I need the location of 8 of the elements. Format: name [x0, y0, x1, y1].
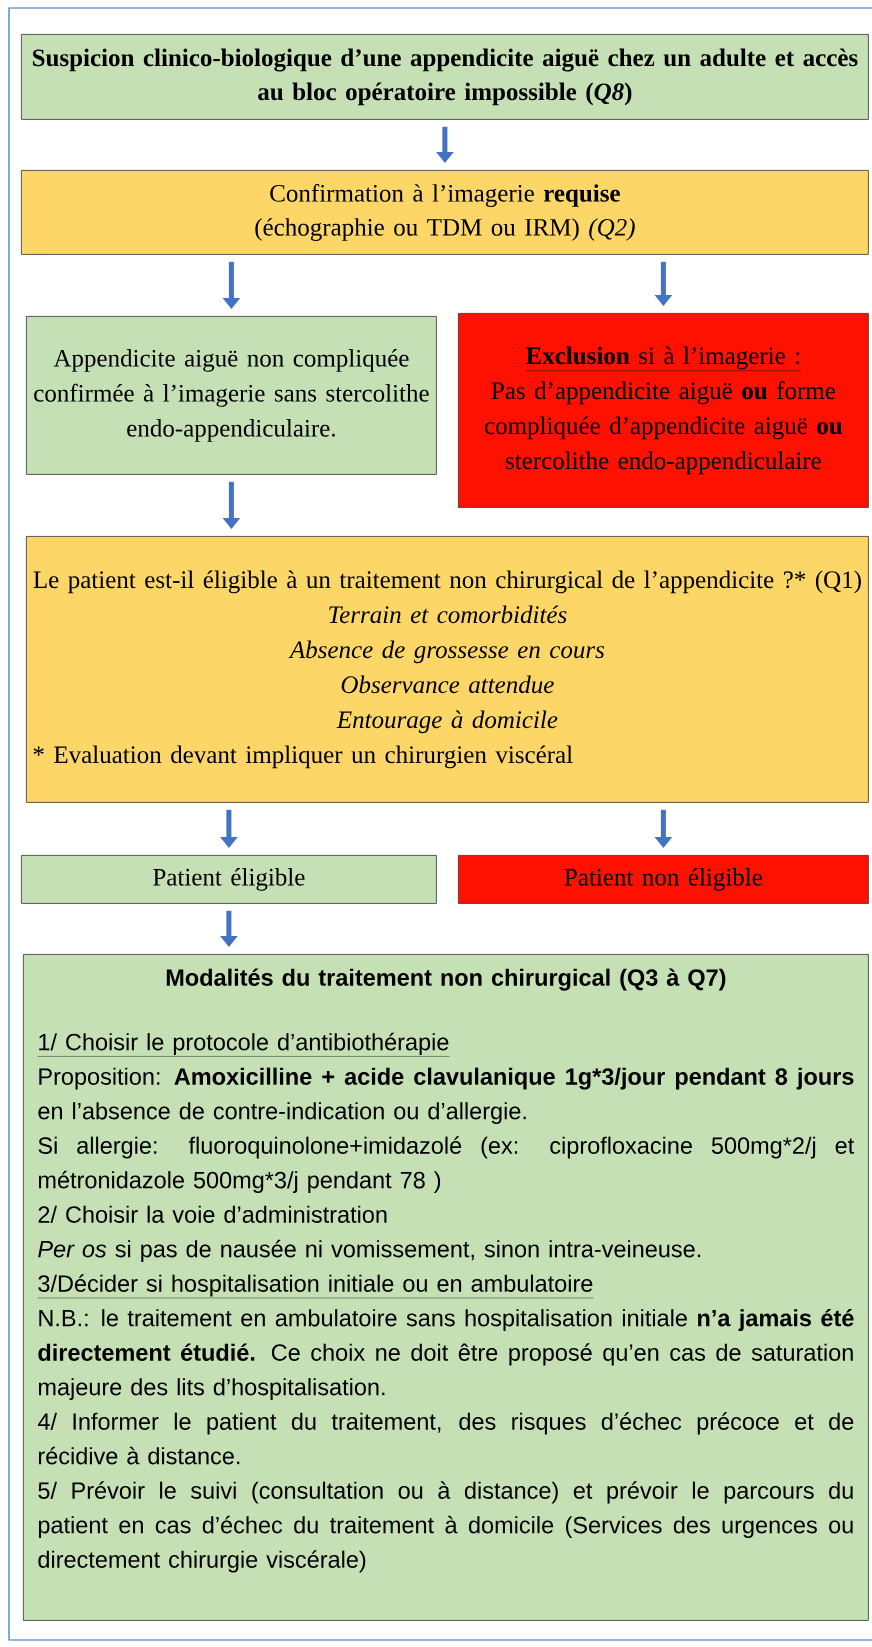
process-box: Suspicion clinico-biologique d’une appendicite aiguë chez un adulte et accès au bloc opératoire impossible (Q8)	[21, 34, 869, 120]
result-box: Patient éligible	[21, 855, 437, 904]
process-box: Confirmation à l’imagerie requise (échographie ou TDM ou IRM) (Q2)	[21, 170, 869, 255]
instruction-box: Modalités du traitement non chirurgical (Q3 à Q7) 1/ Choisir le protocole d’antibiothérapie Proposition: Amoxicilline + acide clavulanique 1g*3/jour pendant 8 jours en l’absence de contre-indication ou d’allergie. Si allergie: fluoroquinolone+imidazolé (ex: ciprofloxacine 500mg*2/j et métronidazole 500mg*3/j pendant 78 ) 2/ Choisir la voie d’administration Per os si pas de nausée ni vomissement, sinon intra-veineuse. 3/Décider si hospitalisation initiale ou en ambulatoire N.B.: le traitement en ambulatoire sans hospitalisation initiale n’a jamais été directement étudié. Ce choix ne doit être proposé qu’en cas de saturation majeure des lits d’hospitalisation. 4/ Informer le patient du traitement, des risques d’échec précoce et de récidive à distance. 5/ Prévoir le suivi (consultation ou à distance) et prévoir le parcours du patient en cas d’échec du traitement à domicile (Services des urgences ou directement chirurgie viscérale)	[23, 954, 869, 1621]
exclusion-box: Exclusion si à l’imagerie : Pas d’appendicite aiguë ou forme compliquée d’appendicite aiguë ou stercolithe endo-appendiculaire	[458, 313, 869, 508]
result-box: Appendicite aiguë non compliquée confirmée à l’imagerie sans stercolithe endo-appendiculaire.	[26, 316, 437, 475]
decision-box: Le patient est-il éligible à un traitement non chirurgical de l’appendicite ?* (Q1) Terrain et comorbidités Absence de grossesse en cours Observance attendue Entourage à domicile * Evaluation devant impliquer un chirurgien viscéral	[26, 536, 869, 803]
result-box: Patient non éligible	[458, 855, 869, 904]
